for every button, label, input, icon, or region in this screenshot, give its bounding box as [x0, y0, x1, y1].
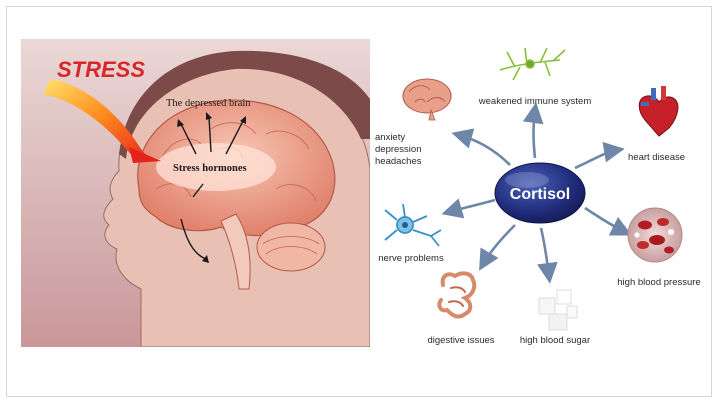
arrow-immune [522, 102, 544, 159]
hormone-arrowheads [177, 112, 246, 263]
headaches-label: headaches [375, 156, 422, 167]
arrow-digestive [479, 224, 516, 271]
arrow-anxiety [451, 128, 511, 166]
sugar-cubes-icon [538, 289, 578, 331]
stress-flame [43, 79, 151, 161]
effect-arrows [441, 102, 632, 284]
arrow-nerve [441, 198, 496, 219]
sugar-label: high blood sugar [520, 335, 590, 346]
heart-label: heart disease [628, 152, 685, 163]
cortisol-label: Cortisol [510, 186, 570, 203]
arrow-heart [574, 141, 625, 170]
cerebellum-lines [262, 236, 320, 255]
intestine-icon [437, 271, 477, 319]
blood-cells-icon [627, 207, 683, 263]
digestive-label: digestive issues [427, 335, 494, 346]
immune-icon [499, 47, 566, 81]
hormone-arrows [180, 116, 244, 260]
anxiety-label: anxiety [375, 132, 405, 143]
heart-icon [638, 86, 679, 137]
arrow-sugar [537, 227, 558, 284]
brain-stem [220, 213, 251, 290]
cortisol-node [494, 162, 586, 224]
cortisol-highlight [505, 172, 549, 188]
skull-band [119, 50, 370, 159]
depressed-brain-label: The depressed brain [166, 98, 251, 109]
stress-arrowhead [129, 147, 161, 163]
hormone-zone [156, 143, 276, 191]
brain-icon [402, 78, 452, 121]
brain-illustration-svg: STRESS The depressed brain Stress hormon… [21, 39, 370, 347]
arrow-bp [584, 206, 632, 236]
depression-label: depression [375, 144, 421, 155]
immune-label: weakened immune system [478, 96, 592, 107]
stress-brain-illustration: STRESS The depressed brain Stress hormon… [21, 39, 370, 347]
stress-hormones-label: Stress hormones [173, 163, 247, 174]
nerve-label: nerve problems [378, 253, 444, 264]
cerebellum [256, 222, 326, 272]
stress-label: STRESS [57, 57, 145, 82]
nerve-icon [384, 203, 442, 247]
slide-frame [6, 6, 712, 397]
cortisol-diagram-svg: Cortisol weakened immune system anxiety … [375, 47, 701, 346]
bp-label: high blood pressure [617, 277, 700, 288]
cortisol-diagram: Cortisol weakened immune system anxiety … [375, 40, 705, 360]
